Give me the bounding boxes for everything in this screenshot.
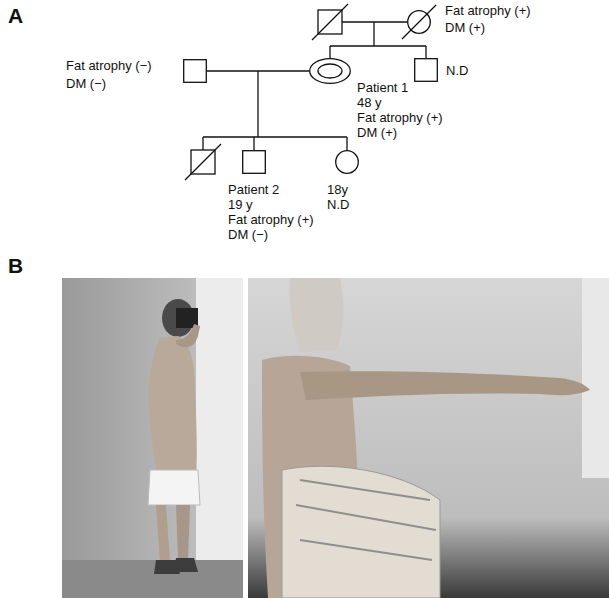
pedigree-member: Patient 148 yFat atrophy (+)DM (+): [309, 58, 351, 84]
member-annotation: DM (+): [445, 20, 485, 35]
member-symbol: [242, 150, 266, 174]
pedigree-member: 18yN.D: [335, 150, 359, 174]
patient-label: Patient 1: [357, 80, 408, 95]
member-annotation: 19 y: [228, 197, 253, 212]
member-annotation: N.D: [327, 197, 349, 212]
member-symbol: [407, 10, 431, 34]
pedigree-member: Patient 219 yFat atrophy (+)DM (−): [242, 150, 266, 174]
member-symbol: [183, 59, 207, 83]
patient-label: Patient 2: [228, 182, 279, 197]
member-annotation: Fat atrophy (+): [445, 3, 531, 18]
member-annotation: DM (−): [228, 227, 268, 242]
member-symbol: [309, 58, 351, 84]
member-annotation: N.D: [446, 63, 468, 78]
panel-letter: B: [8, 254, 23, 278]
marriage-line: [207, 71, 309, 72]
pedigree-member: Fat atrophy (−)DM (−): [183, 59, 207, 83]
member-annotation: DM (−): [66, 76, 106, 91]
member-symbol: [335, 150, 359, 174]
pedigree-member: Fat atrophy (+)DM (+): [407, 10, 431, 34]
member-annotation: 18y: [327, 182, 348, 197]
member-annotation: Fat atrophy (+): [228, 212, 314, 227]
member-annotation: 48 y: [357, 95, 382, 110]
panel-letter: A: [8, 4, 23, 28]
member-annotation: Fat atrophy (−): [66, 58, 152, 73]
member-annotation: Fat atrophy (+): [357, 110, 443, 125]
member-annotation: DM (+): [357, 125, 397, 140]
pedigree-member: N.D: [414, 58, 438, 82]
member-symbol: [414, 58, 438, 82]
